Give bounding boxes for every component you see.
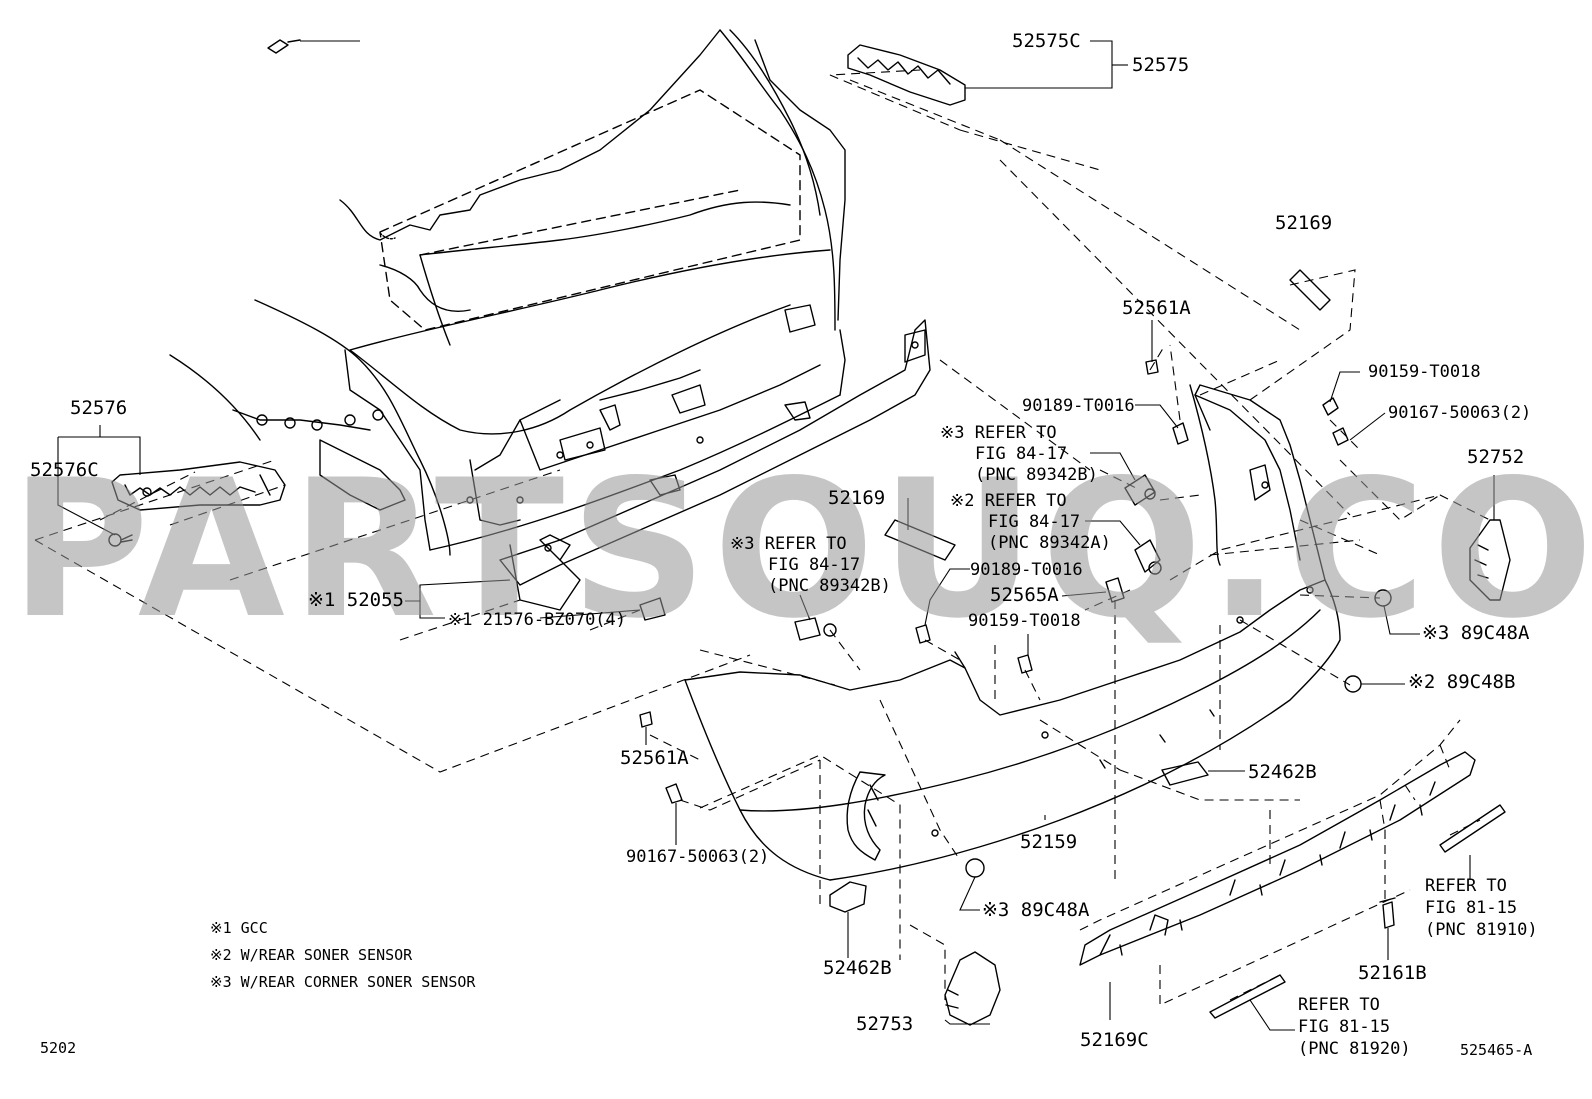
- ref-note-89342B-a-line3: (PNC 89342B): [975, 465, 1098, 485]
- vehicle-body-rear: [169, 29, 846, 556]
- lower-garnish-52169C: [1079, 751, 1476, 966]
- ref-note-89342A-line1: ※2 REFER TO: [950, 491, 1067, 511]
- legend-note-3: ※3 W/REAR CORNER SONER SENSOR: [210, 973, 476, 991]
- ref-note-81910-line1: REFER TO: [1425, 876, 1507, 896]
- pad-52462B-right: [1161, 761, 1209, 786]
- reflector-strip-81920: [1209, 974, 1286, 1019]
- ref-note-89342A-line2: FIG 84-17: [988, 512, 1081, 532]
- leader-lines: [57, 40, 1495, 1031]
- assembly-dashed-lines: [34, 69, 1491, 1006]
- clip-90167-50063-top: [1332, 427, 1349, 446]
- ref-note-81920-line1: REFER TO: [1298, 995, 1380, 1015]
- bumper-reinforcement-52055: [499, 319, 931, 611]
- part-label-89C48A-bottom[interactable]: ※3 89C48A: [982, 899, 1090, 921]
- part-label-89C48B[interactable]: ※2 89C48B: [1408, 671, 1516, 693]
- part-label-90189-T0016-mid[interactable]: 90189-T0016: [970, 560, 1083, 580]
- part-label-52169-mid[interactable]: 52169: [828, 487, 886, 509]
- sensor-89342B-left: [794, 617, 837, 641]
- ref-note-89342B-a-line1: ※3 REFER TO: [940, 423, 1057, 443]
- ref-note-89342B-a-line2: FIG 84-17: [975, 444, 1068, 464]
- figure-number: 5202: [40, 1039, 77, 1057]
- screw-52575C: [267, 39, 301, 54]
- bolt-52161B: [1379, 897, 1396, 929]
- sensor-89342B-top: [1124, 474, 1156, 506]
- ref-note-89342A-line3: (PNC 89342A): [988, 533, 1111, 553]
- clip-52565A: [1105, 577, 1125, 603]
- part-label-52752[interactable]: 52752: [1467, 446, 1525, 468]
- part-label-52576[interactable]: 52576: [70, 397, 128, 419]
- ref-note-89342B-b-line2: FIG 84-17: [768, 555, 861, 575]
- part-label-90189-T0016-top[interactable]: 90189-T0016: [1022, 396, 1135, 416]
- part-label-90159-T0018-top[interactable]: 90159-T0018: [1368, 362, 1481, 382]
- part-label-52575[interactable]: 52575: [1132, 54, 1190, 76]
- sensor-89342A: [1134, 539, 1162, 575]
- reflector-52753: [944, 951, 1001, 1026]
- screw-52576C: [108, 533, 133, 547]
- part-label-52462B-bottom[interactable]: 52462B: [823, 957, 892, 979]
- part-label-89C48A-right[interactable]: ※3 89C48A: [1422, 622, 1530, 644]
- clip-90159-T0018-mid: [1017, 654, 1033, 674]
- part-label-52462B-right[interactable]: 52462B: [1248, 761, 1317, 783]
- illustration-id: 525465-A: [1460, 1041, 1533, 1059]
- part-label-52753[interactable]: 52753: [856, 1013, 914, 1035]
- clip-90167-50063-bottom: [665, 783, 683, 804]
- part-label-52055[interactable]: ※1 52055: [308, 589, 404, 611]
- rear-window-outline: [379, 89, 801, 331]
- part-label-52169C[interactable]: 52169C: [1080, 1029, 1149, 1051]
- part-label-52575C[interactable]: 52575C: [1012, 30, 1081, 52]
- part-label-52561A-top[interactable]: 52561A: [1122, 297, 1191, 319]
- legend-note-2: ※2 W/REAR SONER SENSOR: [210, 946, 413, 964]
- ref-note-81920-line2: FIG 81-15: [1298, 1017, 1391, 1037]
- reflector-52752: [1469, 519, 1511, 601]
- ref-note-81910-line2: FIG 81-15: [1425, 898, 1518, 918]
- reflector-strip-81910: [1439, 804, 1506, 853]
- clip-52561A-bottom: [639, 711, 653, 728]
- part-label-52565A[interactable]: 52565A: [990, 584, 1059, 606]
- part-label-52161B[interactable]: 52161B: [1358, 962, 1427, 984]
- part-label-52576C[interactable]: 52576C: [30, 459, 99, 481]
- part-label-90167-50063-bottom[interactable]: 90167-50063(2): [626, 847, 770, 867]
- ref-note-89342B-b-line1: ※3 REFER TO: [730, 534, 847, 554]
- legend-note-1: ※1 GCC: [210, 919, 268, 937]
- clip-90159-T0018-top: [1322, 397, 1339, 416]
- clip-90189-T0016-mid: [915, 624, 931, 644]
- pad-52462B-bottom: [829, 881, 867, 913]
- bumper-cover-52159: [684, 384, 1341, 881]
- part-label-21576-BZ070[interactable]: ※1 21576-BZ070(4): [448, 610, 627, 630]
- bolt-21576: [639, 597, 666, 621]
- part-label-90167-50063-top[interactable]: 90167-50063(2): [1388, 403, 1532, 423]
- bumper-side-bracket-right-52575: [847, 44, 966, 106]
- ref-note-89342B-b-line3: (PNC 89342B): [768, 576, 891, 596]
- part-label-52169-top[interactable]: 52169: [1275, 212, 1333, 234]
- ref-note-81920-line3: (PNC 81920): [1298, 1039, 1411, 1059]
- clip-52561A-top: [1145, 359, 1159, 375]
- retainer-89C48A-bottom: [965, 858, 985, 878]
- part-label-52159[interactable]: 52159: [1020, 831, 1078, 853]
- part-label-52561A-bottom[interactable]: 52561A: [620, 747, 689, 769]
- spacer-52169-mid: [884, 519, 956, 561]
- spacer-52169-top: [1289, 269, 1331, 311]
- bumper-side-bracket-left-52576: [111, 461, 286, 511]
- ref-note-81910-line3: (PNC 81910): [1425, 920, 1538, 940]
- clip-90189-T0016-top: [1172, 422, 1189, 445]
- part-label-90159-T0018-mid[interactable]: 90159-T0018: [968, 611, 1081, 631]
